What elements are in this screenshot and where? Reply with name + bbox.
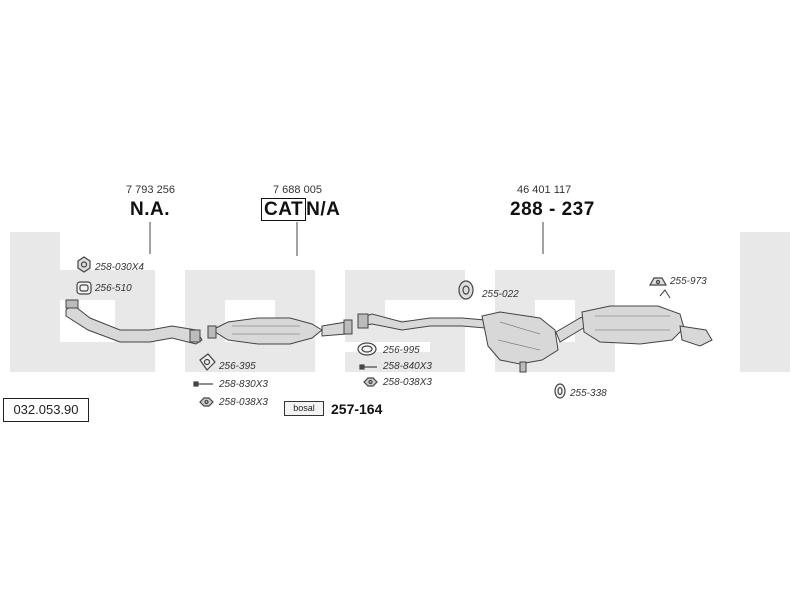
bolt-icon xyxy=(193,381,213,387)
front-pipe xyxy=(65,303,203,345)
part-label-p10: 255-973 xyxy=(670,276,707,287)
cat-suffix: N/A xyxy=(306,199,341,220)
oe-number-1: 7 793 256 xyxy=(126,184,175,196)
kit-number: 257-164 xyxy=(331,401,383,417)
bolt-icon xyxy=(359,364,377,370)
nut-icon xyxy=(199,397,214,407)
part-label-p2: 256-510 xyxy=(95,283,132,294)
catalog-number: 032.053.90 xyxy=(3,398,89,422)
bosal-logo-box: bosal xyxy=(284,401,324,416)
nut-icon xyxy=(363,377,378,387)
part-label-p6: 256-995 xyxy=(383,345,420,356)
gasket-icon xyxy=(76,281,92,295)
reference-code-3: 288 - 237 xyxy=(510,199,595,220)
mounting-icon xyxy=(648,277,668,286)
part-label-p5: 258-038X3 xyxy=(219,397,268,408)
part-label-p1: 258-030X4 xyxy=(95,262,144,273)
rear-muffler xyxy=(581,305,685,345)
oe-number-2: 7 688 005 xyxy=(273,184,322,196)
rubber-hanger-icon xyxy=(458,280,474,300)
center-muffler xyxy=(481,311,559,365)
ring-icon xyxy=(554,383,566,399)
nut-icon xyxy=(77,256,91,273)
part-label-p3: 256-395 xyxy=(219,361,256,372)
part-label-p9: 255-022 xyxy=(482,289,519,300)
reference-code-1: N.A. xyxy=(130,199,170,220)
triangle-gasket-icon xyxy=(199,353,216,371)
cat-box: CAT xyxy=(261,198,307,221)
tail-pipe xyxy=(679,325,713,347)
part-label-p8: 258-038X3 xyxy=(383,377,432,388)
part-label-p7: 258-840X3 xyxy=(383,361,432,372)
part-label-p11: 255-338 xyxy=(570,388,607,399)
part-label-p4: 258-830X3 xyxy=(219,379,268,390)
oe-number-3: 46 401 117 xyxy=(517,184,572,196)
ring-gasket-icon xyxy=(357,342,377,356)
